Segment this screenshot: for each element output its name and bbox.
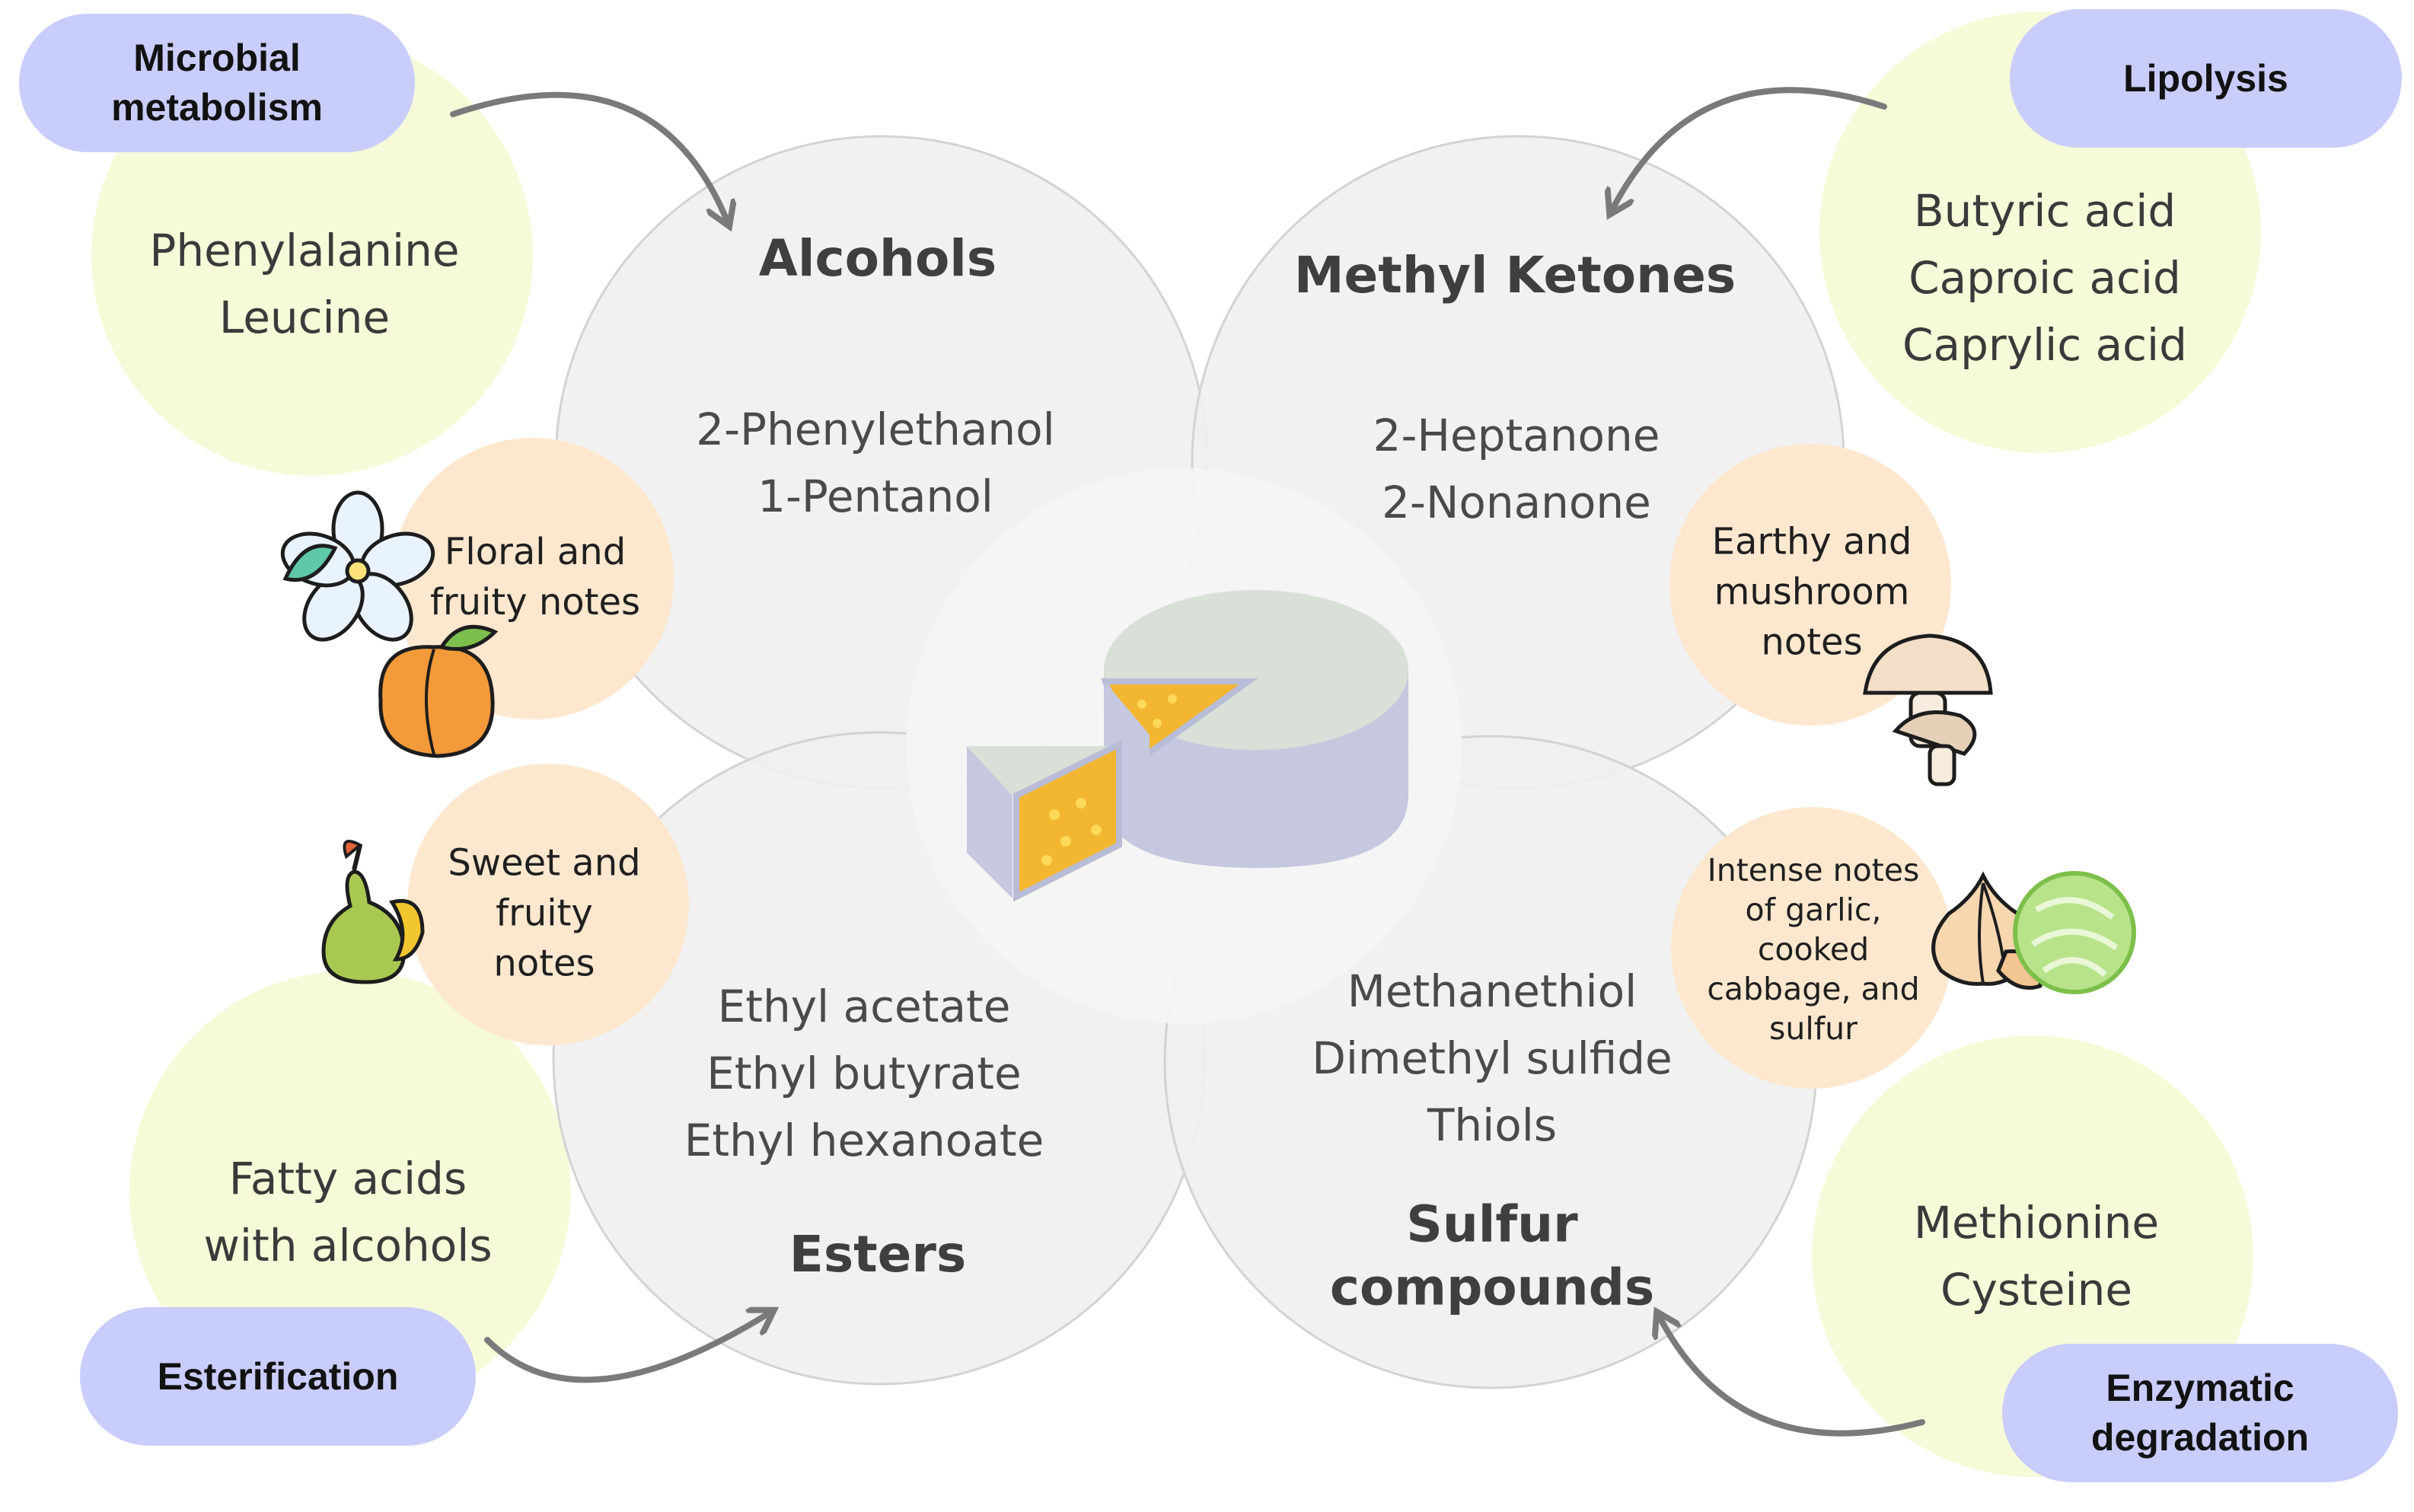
peach-icon [378, 624, 499, 758]
sulfur-compounds-list: Methanethiol Dimethyl sulfide Thiols [1312, 958, 1672, 1159]
compound-methanethiol: Methanethiol [1347, 965, 1638, 1017]
note-line: notes [493, 943, 595, 986]
mushroom-icon [1863, 633, 1993, 786]
esters-precursor-circle [129, 971, 571, 1412]
compound-2-nonanone: 2-Nonanone [1382, 477, 1651, 528]
precursor-fatty-acids: Fatty acids [228, 1152, 467, 1204]
process-label-line: degradation [2090, 1416, 2310, 1459]
compound-dimethyl-sulfide: Dimethyl sulfide [1312, 1032, 1673, 1084]
process-esterification: Esterification [80, 1307, 476, 1446]
methyl-ketones-title: Methyl Ketones [1293, 245, 1736, 305]
precursor-phenylalanine: Phenylalanine [149, 224, 460, 276]
ketones-note: Earthy and mushroom notes [1712, 517, 1912, 668]
process-lipolysis: Lipolysis [2010, 9, 2402, 148]
note-line: Intense notes [1707, 851, 1920, 888]
compound-ethyl-butyrate: Ethyl butyrate [706, 1047, 1022, 1099]
precursor-caproic-acid: Caproic acid [1909, 251, 2181, 304]
compound-2-phenylethanol: 2-Phenylethanol [696, 403, 1055, 455]
title-line: Sulfur [1406, 1195, 1578, 1254]
compound-2-heptanone: 2-Heptanone [1373, 409, 1660, 461]
esters-process-arrow [484, 1313, 769, 1383]
ketones-compounds: 2-Heptanone 2-Nonanone [1373, 402, 1660, 536]
garlic-icon [1931, 871, 2042, 990]
alcohols-note: Floral and fruity notes [430, 527, 640, 627]
note-line: cabbage, and [1707, 971, 1920, 1008]
compound-1-pentanol: 1-Pentanol [757, 471, 993, 522]
esters-note: Sweet and fruity notes [448, 838, 640, 990]
sulfur-compounds-title: Sulfur compounds [1330, 1194, 1654, 1319]
precursor-with-alcohols: with alcohols [203, 1220, 493, 1271]
note-line: fruity [496, 892, 593, 935]
compound-thiols: Thiols [1427, 1099, 1558, 1152]
process-microbial-metabolism: Microbial metabolism [19, 14, 415, 152]
compound-ethyl-hexanoate: Ethyl hexanoate [684, 1115, 1044, 1167]
precursor-cysteine: Cysteine [1940, 1264, 2133, 1316]
note-line: sulfur [1768, 1010, 1858, 1048]
process-label-line: metabolism [111, 86, 323, 129]
ketones-process-arrow [1612, 87, 1887, 209]
sulfur-precursors: Methionine Cysteine [1914, 1189, 2159, 1323]
alcohols-process-arrow [450, 91, 727, 221]
cheese-wheel-icon [967, 590, 1408, 902]
note-line: Earthy and [1711, 520, 1912, 563]
alcohols-title: Alcohols [758, 228, 997, 288]
alcohols-compounds: 2-Phenylethanol 1-Pentanol [696, 396, 1055, 530]
process-label-line: Enzymatic [2106, 1367, 2294, 1409]
process-label-line: Esterification [157, 1354, 399, 1398]
note-line: cooked [1757, 930, 1870, 968]
process-enzymatic-degradation: Enzymatic degradation [2002, 1344, 2398, 1482]
precursor-leucine: Leucine [218, 292, 391, 343]
title-line: compounds [1329, 1258, 1655, 1316]
process-label-line: Microbial [133, 37, 301, 79]
esters-precursors: Fatty acids with alcohols [203, 1145, 492, 1279]
note-line: Sweet and [448, 841, 641, 885]
precursor-methionine: Methionine [1913, 1196, 2160, 1249]
process-label-line: Lipolysis [2123, 56, 2288, 100]
esters-title: Esters [789, 1224, 967, 1284]
note-line: fruity notes [429, 581, 641, 624]
flower-icon [280, 490, 435, 642]
cabbage-icon [2013, 871, 2136, 994]
precursor-butyric-acid: Butyric acid [1913, 184, 2176, 237]
compound-ethyl-acetate: Ethyl acetate [717, 980, 1011, 1032]
pear-icon [321, 840, 425, 984]
sulfur-note-circle [1671, 807, 1953, 1089]
sulfur-process-arrow [1660, 1317, 1925, 1437]
esters-compounds: Ethyl acetate Ethyl butyrate Ethyl hexan… [684, 973, 1044, 1174]
sulfur-note: Intense notes of garlic, cooked cabbage,… [1707, 850, 1919, 1048]
esters-note-circle [407, 764, 689, 1045]
note-line: mushroom [1714, 570, 1910, 614]
ketones-precursors: Butyric acid Caproic acid Caprylic acid [1902, 177, 2187, 378]
precursor-caprylic-acid: Caprylic acid [1902, 319, 2187, 372]
alcohols-precursors: Phenylalanine Leucine [149, 217, 459, 351]
note-line: Floral and [444, 530, 627, 573]
note-line: notes [1761, 621, 1863, 665]
note-line: of garlic, [1745, 891, 1882, 928]
